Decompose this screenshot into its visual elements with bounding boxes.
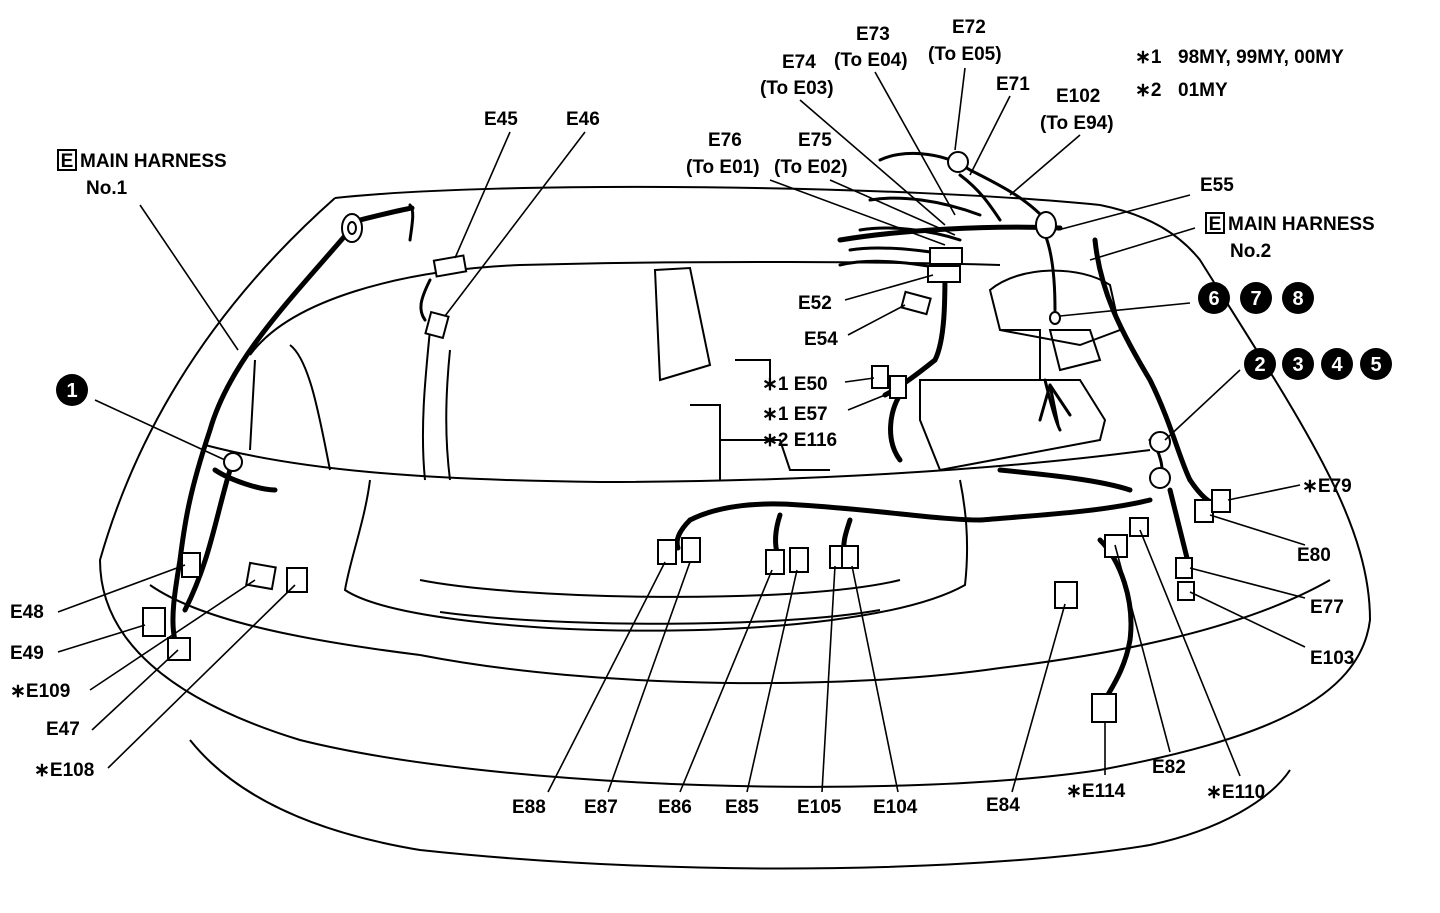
connector-bodies <box>142 247 1231 723</box>
label-e80: E80 <box>1297 545 1331 566</box>
label-e84: E84 <box>986 795 1020 816</box>
main-harness-no1-title: MAIN HARNESS <box>80 151 227 172</box>
connector-labels: E45 E46 E72 (To E05) E73 (To E04) E74 (T… <box>10 17 1354 818</box>
label-e74: E74 <box>782 52 816 73</box>
label-e50: ∗1 E50 <box>762 374 828 395</box>
label-e74-sub: (To E03) <box>760 78 834 99</box>
label-e105: E105 <box>797 797 842 818</box>
label-e102: E102 <box>1056 86 1100 107</box>
circled-number-1: 1 <box>66 380 77 402</box>
circled-number-6: 6 <box>1208 288 1219 310</box>
main-harness-no2-title: MAIN HARNESS <box>1228 214 1375 235</box>
label-e48: E48 <box>10 602 44 623</box>
harness-wires <box>170 205 1223 703</box>
label-e102-sub: (To E94) <box>1040 113 1114 134</box>
main-harness-no2-label: E MAIN HARNESS No.2 <box>1205 212 1375 262</box>
label-e82: E82 <box>1152 757 1186 778</box>
label-e73: E73 <box>856 24 890 45</box>
label-e57: ∗1 E57 <box>762 404 828 425</box>
label-e72: E72 <box>952 17 986 38</box>
note-1-mark: ∗1 <box>1135 47 1162 68</box>
label-e114: ∗E114 <box>1066 781 1126 802</box>
leader-lines <box>57 67 1306 793</box>
main-harness-no1-sub: No.1 <box>86 178 128 199</box>
label-e104: E104 <box>873 797 918 818</box>
label-e103: E103 <box>1310 648 1354 669</box>
label-e76: E76 <box>708 130 742 151</box>
label-e72-sub: (To E05) <box>928 44 1002 65</box>
label-e88: E88 <box>512 797 546 818</box>
label-e54: E54 <box>804 329 838 350</box>
circled-number-4: 4 <box>1331 354 1343 376</box>
note-2-text: 01MY <box>1178 80 1228 101</box>
main-harness-no1-prefix: E <box>61 151 74 172</box>
grommets <box>223 151 1171 489</box>
label-e85: E85 <box>725 797 759 818</box>
label-e108: ∗E108 <box>34 760 94 781</box>
label-e110: ∗E110 <box>1206 782 1265 803</box>
main-harness-no2-prefix: E <box>1209 214 1222 235</box>
label-e109: ∗E109 <box>10 681 70 702</box>
note-2-mark: ∗2 <box>1135 80 1162 101</box>
circled-number-7: 7 <box>1250 288 1261 310</box>
circled-number-8: 8 <box>1292 288 1303 310</box>
main-harness-no1-label: E MAIN HARNESS No.1 <box>57 149 227 199</box>
label-e116: ∗2 E116 <box>762 430 837 451</box>
model-year-notes: ∗1 98MY, 99MY, 00MY ∗2 01MY <box>1135 47 1344 101</box>
label-e75: E75 <box>798 130 832 151</box>
circled-number-3: 3 <box>1292 354 1303 376</box>
vehicle-outline <box>98 185 1372 870</box>
label-e76-sub: (To E01) <box>686 157 760 178</box>
label-e49: E49 <box>10 643 44 664</box>
label-e45: E45 <box>484 109 518 130</box>
circled-number-2: 2 <box>1254 354 1265 376</box>
label-e71: E71 <box>996 74 1030 95</box>
main-harness-no2-sub: No.2 <box>1230 241 1271 262</box>
label-e87: E87 <box>584 797 618 818</box>
label-e55: E55 <box>1200 175 1234 196</box>
label-e46: E46 <box>566 109 600 130</box>
label-e47: E47 <box>46 719 80 740</box>
label-e79: ∗E79 <box>1302 476 1352 497</box>
label-e73-sub: (To E04) <box>834 50 908 71</box>
harness-branch-wires <box>408 151 1164 482</box>
note-1-text: 98MY, 99MY, 00MY <box>1178 47 1344 68</box>
circled-number-5: 5 <box>1370 354 1381 376</box>
label-e75-sub: (To E02) <box>774 157 848 178</box>
circled-numbers: 1 2 3 4 5 6 7 8 <box>56 282 1392 406</box>
label-e77: E77 <box>1310 597 1344 618</box>
label-e52: E52 <box>798 293 832 314</box>
label-e86: E86 <box>658 797 692 818</box>
